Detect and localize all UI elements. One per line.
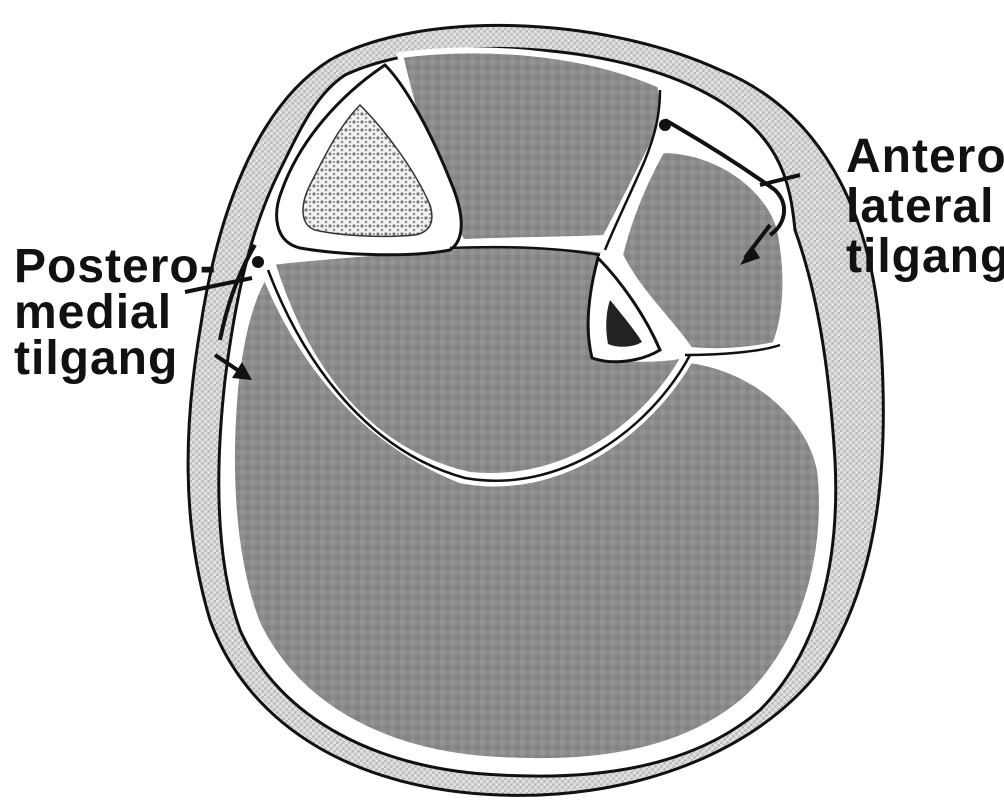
anterolateral-label-line-2: lateral xyxy=(846,180,994,233)
anterolateral-label-line-3: tilgang xyxy=(846,230,1004,283)
anterolateral-label: Antero- lateral tilgang xyxy=(846,130,1004,283)
posteromedial-label-line-3: tilgang xyxy=(14,332,178,385)
anterolateral-incision-dot xyxy=(659,119,671,131)
anterolateral-label-line-1: Antero- xyxy=(846,130,1004,183)
